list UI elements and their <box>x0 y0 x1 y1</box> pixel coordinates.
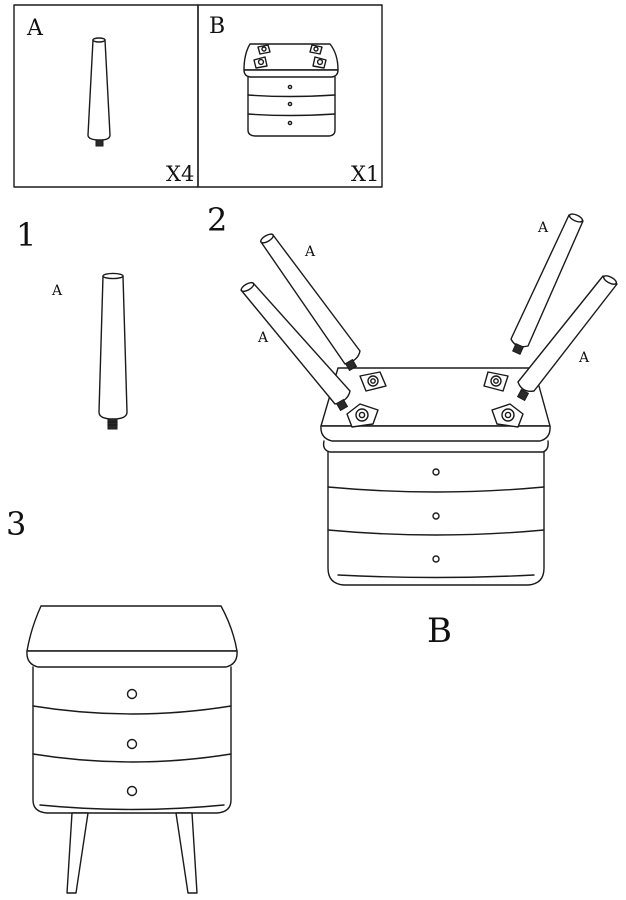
cabinet-icon <box>26 605 238 814</box>
leg-icon <box>98 272 128 430</box>
step-2-callout-a-2: A <box>257 330 269 346</box>
cabinet-icon <box>320 367 551 586</box>
step-3: 3 <box>6 505 238 894</box>
step-2-callout-a-4: A <box>578 350 590 366</box>
step-2-number: 2 <box>207 201 227 239</box>
step-2-callout-a-1: A <box>304 244 316 260</box>
leg-icon <box>66 812 89 894</box>
leg-icon <box>240 281 351 412</box>
leg-icon <box>175 812 198 894</box>
part-b-quantity: X1 <box>351 162 379 186</box>
part-a-panel: A X4 <box>26 16 194 186</box>
part-b-letter: B <box>209 14 225 39</box>
step-3-number: 3 <box>6 505 26 543</box>
leg-icon <box>516 275 618 402</box>
step-2-callout-a-3: A <box>537 220 549 236</box>
parts-box: A X4 B <box>13 4 383 188</box>
step-2: 2 <box>207 201 618 651</box>
leg-icon <box>510 213 584 355</box>
leg-icon <box>260 233 361 372</box>
part-a-quantity: X4 <box>166 162 194 186</box>
step-1-number: 1 <box>16 216 36 254</box>
cabinet-icon <box>243 43 339 137</box>
mount-plate-icon <box>253 44 327 69</box>
step-1: 1 A <box>16 216 128 430</box>
step-1-callout-a: A <box>51 283 63 299</box>
mount-plate-icon <box>346 371 524 428</box>
leg-icon <box>87 37 111 147</box>
step-2-body-label: B <box>427 611 452 651</box>
part-b-panel: B X1 <box>209 14 379 186</box>
part-a-letter: A <box>26 16 44 41</box>
